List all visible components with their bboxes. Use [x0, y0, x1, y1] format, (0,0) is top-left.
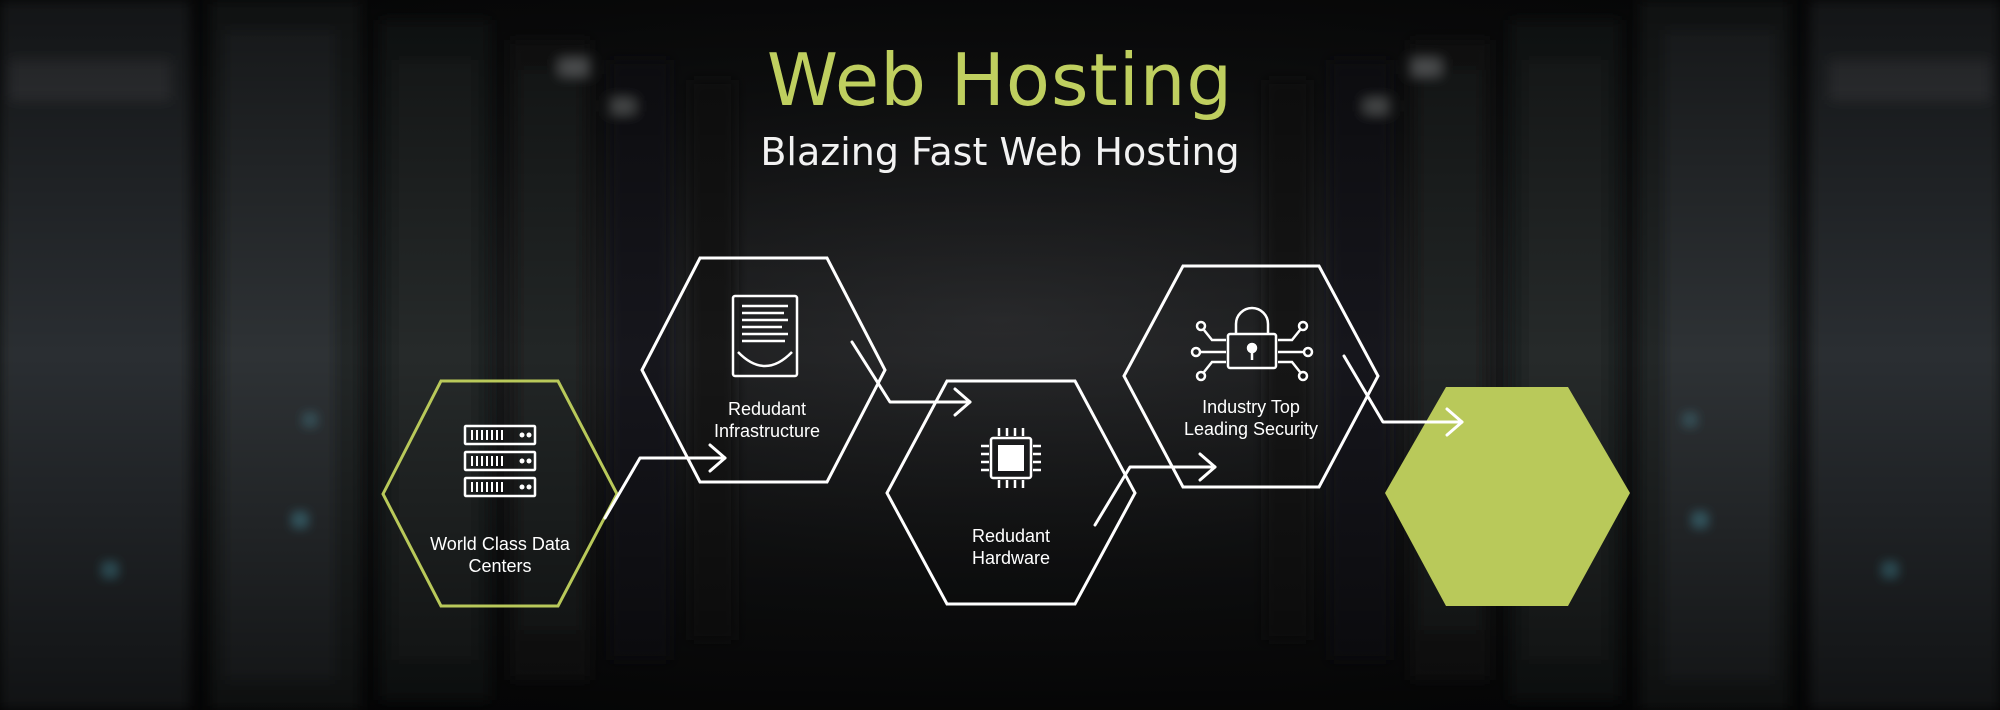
feature-label-line: World Class Data: [430, 534, 570, 554]
circuit-lock-icon: [1190, 306, 1314, 382]
feature-label-infrastructure: Redudant Infrastructure: [657, 398, 877, 442]
arrow-head-2: [953, 387, 972, 417]
feature-label-line: Centers: [468, 556, 532, 576]
feature-label-line: Redudant: [971, 526, 1051, 546]
arrow-connector-4: [1342, 354, 1464, 424]
feature-label-line: Industry Top: [1202, 397, 1300, 417]
hexagon-data-centers: [381, 379, 619, 608]
feature-label-hardware: Redudant Hardware: [901, 525, 1121, 569]
arrow-head-1: [708, 443, 727, 473]
hexagon-hardware: [885, 379, 1137, 606]
feature-label-line: Leading Security: [1183, 419, 1319, 439]
feature-label-data-centers: World Class Data Centers: [390, 533, 610, 577]
hexagon-infrastructure: [640, 256, 887, 484]
feature-label-security: Industry Top Leading Security: [1141, 396, 1361, 440]
page-subtitle: Blazing Fast Web Hosting: [760, 130, 1240, 174]
hexagon-filled-accent: [1385, 387, 1630, 606]
arrow-connector-1: [603, 456, 727, 520]
feature-label-line: Hardware: [971, 548, 1051, 568]
hexagon-security: [1122, 264, 1380, 489]
arrow-connector-3: [1093, 465, 1217, 527]
feature-label-line: Redudant: [727, 399, 807, 419]
arrow-connector-2: [850, 340, 972, 404]
feature-label-line: Infrastructure: [713, 421, 821, 441]
page-title: Web Hosting: [766, 38, 1234, 122]
arrow-head-3: [1198, 452, 1217, 482]
cpu-chip-icon: [981, 428, 1041, 488]
server-rack-icon: [463, 424, 537, 498]
infrastructure-tray-icon: [731, 294, 799, 378]
arrow-head-4: [1445, 407, 1464, 437]
